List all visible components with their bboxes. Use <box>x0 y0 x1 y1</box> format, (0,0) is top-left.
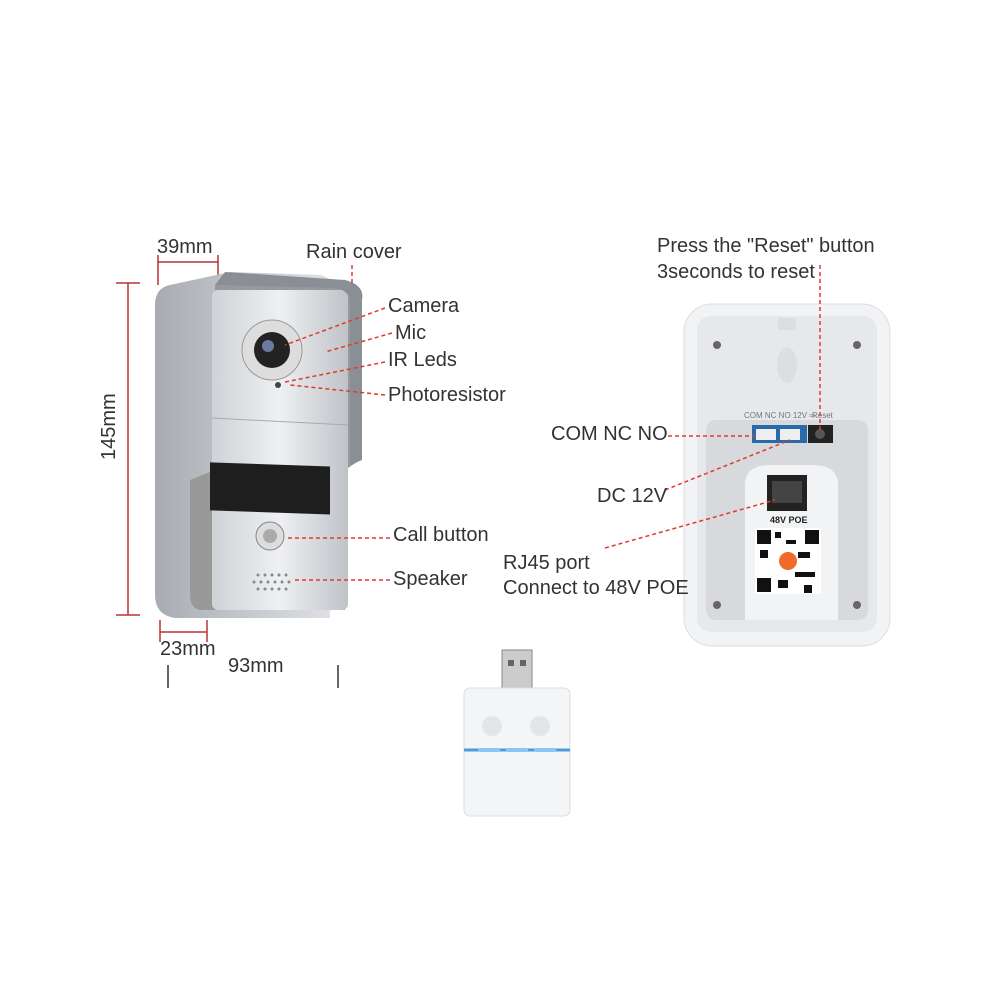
dimension-lines <box>116 255 339 688</box>
label-rj45-2: Connect to 48V POE <box>503 577 689 599</box>
doorbell-front <box>155 272 363 618</box>
dim-height: 145mm <box>98 393 120 460</box>
label-reset-2: 3seconds to reset <box>657 261 815 283</box>
silk-terminals: COM NC NO 12V ═ <box>744 411 816 420</box>
silk-reset: Reset <box>812 411 833 420</box>
label-com-nc-no: COM NC NO <box>551 423 668 445</box>
leader-lines <box>284 265 821 581</box>
label-camera: Camera <box>388 295 460 317</box>
doorbell-back <box>683 303 891 647</box>
label-photoresistor: Photoresistor <box>388 384 506 406</box>
dim-width: 93mm <box>228 655 284 677</box>
label-ir-leds: IR Leds <box>388 349 457 371</box>
label-mic: Mic <box>395 322 427 344</box>
label-rain-cover: Rain cover <box>306 241 402 263</box>
usb-chime <box>463 649 571 817</box>
label-speaker: Speaker <box>393 568 468 590</box>
poe-label: 48V POE <box>770 515 808 525</box>
label-reset-1: Press the "Reset" button <box>657 235 875 257</box>
label-dc12v: DC 12V <box>597 485 668 507</box>
dim-depth-bottom: 23mm <box>160 638 216 660</box>
label-call-button: Call button <box>393 524 489 546</box>
label-rj45-1: RJ45 port <box>503 552 590 574</box>
dim-depth-top: 39mm <box>157 236 213 258</box>
